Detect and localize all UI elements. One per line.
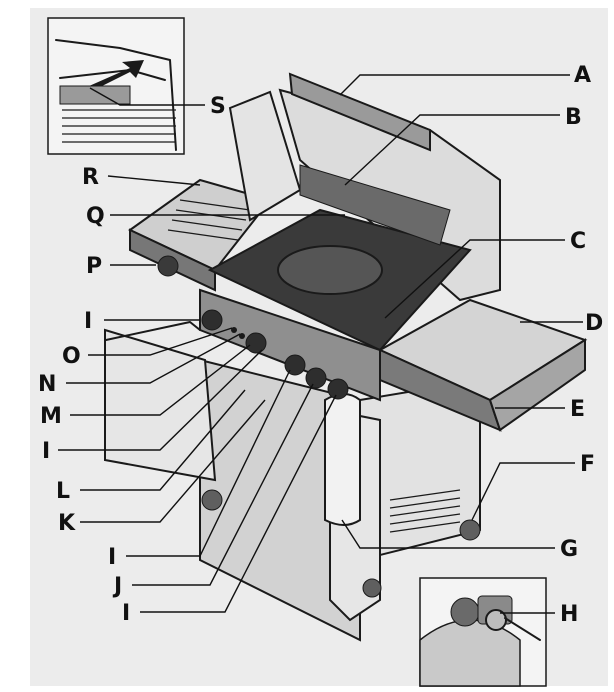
label-r: R: [82, 165, 99, 190]
label-d: D: [585, 311, 603, 336]
label-c: C: [570, 229, 586, 254]
label-l: L: [56, 479, 70, 504]
label-h: H: [560, 602, 578, 627]
label-g: G: [560, 537, 578, 562]
label-b: B: [565, 105, 582, 130]
label-f: F: [580, 452, 595, 477]
label-q: Q: [86, 204, 105, 229]
label-e: E: [570, 397, 585, 422]
label-i-4: I: [122, 601, 130, 626]
label-n: N: [38, 372, 56, 397]
inset-h-detail: [419, 577, 547, 687]
label-a: A: [574, 63, 591, 88]
label-m: M: [40, 404, 62, 429]
label-i-3: I: [108, 545, 116, 570]
label-i-1: I: [84, 309, 92, 334]
label-p: P: [86, 254, 102, 279]
label-k: K: [58, 511, 76, 536]
leader-lines: [58, 74, 583, 614]
label-j: J: [112, 574, 122, 599]
label-i-2: I: [42, 439, 50, 464]
label-s: S: [210, 94, 226, 119]
label-o: O: [62, 344, 81, 369]
inset-s-detail: [47, 17, 185, 155]
